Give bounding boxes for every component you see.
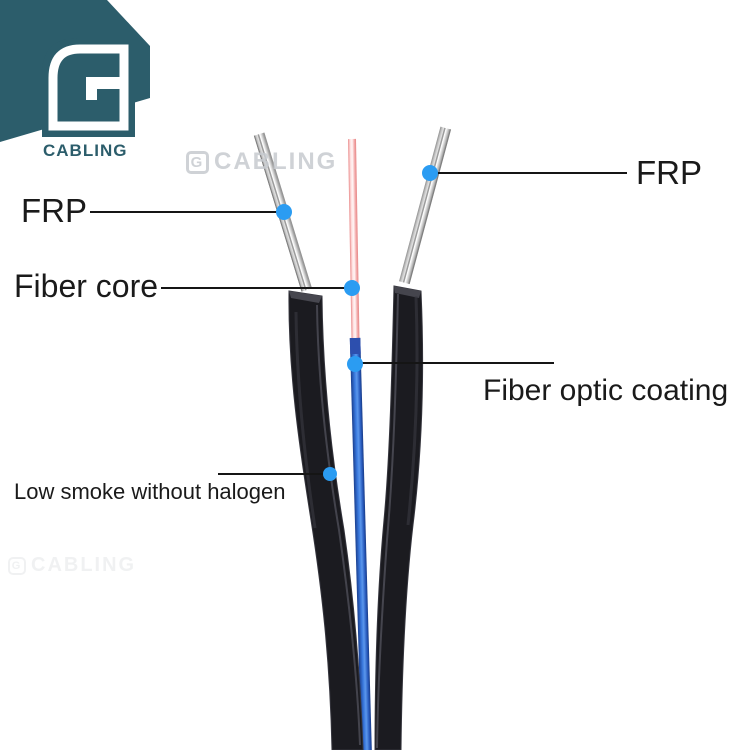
fiber-coating-blue: [349, 337, 372, 750]
frp-right-callout-dot: [422, 165, 438, 181]
label-low-smoke-without-halogen: Low smoke without halogen: [14, 479, 286, 504]
fiber-core-callout-dot: [344, 280, 360, 296]
frp-left-callout-dot: [276, 204, 292, 220]
jacket-left: [288, 290, 364, 750]
callout-frp-right: [422, 165, 627, 181]
callout-fiber-optic-coating: [347, 356, 554, 372]
watermark-g-icon: G: [186, 150, 209, 174]
watermark-bottom: G CABLING: [8, 554, 136, 577]
watermark-middle: G CABLING: [186, 148, 337, 176]
brand-logo: CABLING: [0, 0, 150, 160]
watermark-bottom-text: CABLING: [31, 554, 137, 576]
callout-frp-left: [90, 204, 292, 220]
coating-callout-dot: [347, 356, 363, 372]
label-fiber-optic-coating: Fiber optic coating: [483, 374, 729, 407]
logo-wordmark: CABLING: [43, 141, 127, 160]
callout-low-smoke: [218, 467, 337, 481]
label-frp-right: FRP: [636, 154, 702, 191]
logo-g-emblem: [42, 38, 135, 137]
label-frp-left: FRP: [21, 192, 87, 229]
label-fiber-core: Fiber core: [14, 268, 159, 304]
callout-fiber-core: [161, 280, 360, 296]
watermark-middle-text: CABLING: [214, 148, 338, 175]
fiber-core-red: [348, 138, 360, 341]
low-smoke-callout-dot: [323, 467, 337, 481]
watermark-g-icon: G: [8, 556, 26, 575]
jacket-right: [374, 285, 424, 750]
frp-strand-right: [399, 126, 452, 285]
